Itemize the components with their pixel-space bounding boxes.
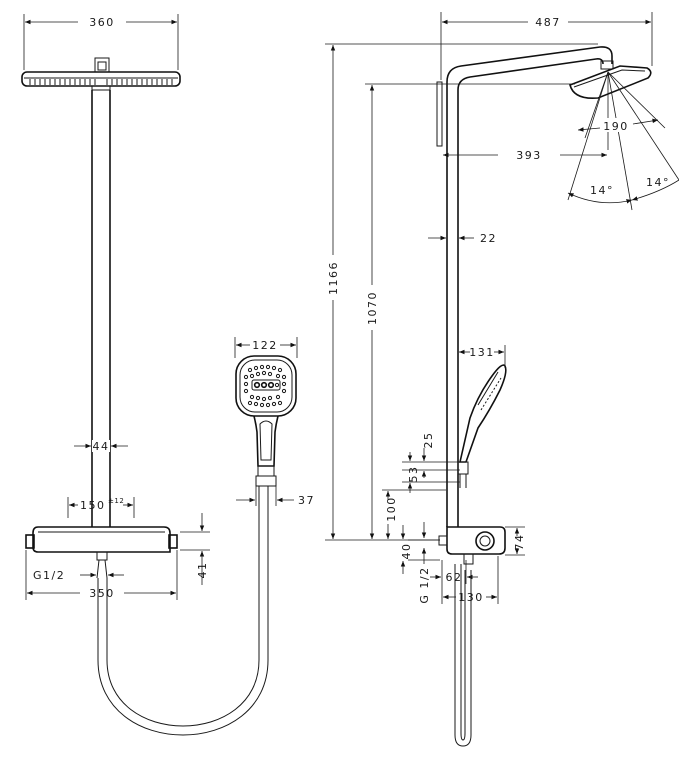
overhead-shower-head	[21, 57, 181, 91]
dim-holder-stack: 25 53 100	[382, 432, 460, 539]
shower-hose	[97, 500, 269, 736]
dim-label-122: 122	[252, 339, 278, 352]
dim-label-1070: 1070	[366, 291, 379, 325]
dim-label-tolerance: ±12	[108, 497, 124, 505]
dim-label-44: 44	[93, 440, 110, 453]
dim-label-angle-left: 14°	[590, 184, 614, 197]
dim-label-74: 74	[513, 534, 526, 551]
dim-wall-offset: 62	[430, 560, 478, 584]
side-view: 487 14° 14°	[325, 12, 679, 747]
dim-label-100: 100	[385, 496, 398, 522]
dim-thermostat-depth: 74	[505, 526, 526, 556]
dim-total-height: 1166	[325, 43, 598, 541]
dim-side-pipe: 22	[428, 232, 497, 245]
hand-shower-front: 122 37	[234, 337, 315, 507]
dim-label-40: 40	[400, 543, 413, 560]
side-riser-and-arm	[446, 46, 614, 527]
dim-thread-height: 40	[400, 525, 440, 574]
side-shower-head	[569, 65, 652, 100]
riser-pipe	[91, 90, 111, 527]
side-hose	[454, 564, 472, 747]
thermostat-body	[25, 526, 178, 579]
dim-label-393: 393	[516, 149, 542, 162]
dim-side-thread: G 1/2	[418, 522, 431, 604]
dim-pipe-diameter: 44	[74, 440, 128, 453]
dim-label-360: 360	[89, 16, 115, 29]
dim-label-22: 22	[480, 232, 497, 245]
dim-projection: 487	[440, 12, 653, 80]
dim-label-131: 131	[469, 346, 495, 359]
front-view: 360 44 150 ±1	[21, 14, 269, 736]
dim-label-1166: 1166	[327, 261, 340, 295]
dim-label-angle-right: 14°	[646, 176, 670, 189]
dim-thermostat-projection: 130	[441, 556, 499, 604]
dim-label-130: 130	[458, 591, 484, 604]
dim-label-g12: G1/2	[33, 569, 65, 582]
dim-label-37: 37	[298, 494, 315, 507]
dim-hand-handle-width: 37	[236, 486, 315, 507]
dim-thermostat-spacing: 150 ±12	[67, 497, 135, 518]
dim-head-diameter: 190	[577, 118, 659, 133]
spray-angle: 14° 14°	[567, 71, 679, 211]
dim-connection-thread: G1/2	[33, 569, 124, 582]
dim-head-offset: 393	[443, 149, 607, 162]
dim-hand-projection: 131	[459, 345, 506, 368]
dim-head-width: 360	[23, 14, 179, 70]
dim-thermostat-height: 41	[180, 513, 210, 585]
dim-label-25: 25	[422, 432, 435, 449]
dim-label-487: 487	[535, 16, 561, 29]
dim-label-190: 190	[603, 120, 629, 133]
dim-label-350: 350	[89, 587, 115, 600]
dim-hand-head-width: 122	[234, 337, 298, 358]
dim-label-41: 41	[196, 562, 209, 579]
dim-label-side-g12: G 1/2	[418, 566, 431, 603]
dim-label-150: 150	[80, 499, 106, 512]
wall-bracket	[436, 81, 443, 147]
dim-head-height: 1070	[365, 83, 575, 539]
dim-label-62: 62	[446, 571, 463, 584]
dim-label-53: 53	[407, 466, 420, 483]
side-thermostat	[438, 526, 506, 565]
side-hand-shower	[457, 364, 507, 488]
